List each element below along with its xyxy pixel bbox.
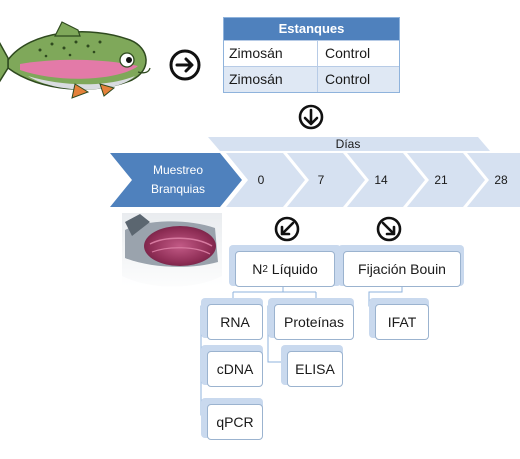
days-label: Días [335, 137, 361, 151]
sampling-line-1: Muestreo [152, 163, 204, 177]
n2-prefix: N [252, 261, 263, 277]
cdna-box: cDNA [207, 351, 263, 387]
fixation-bouin-box: Fijación Bouin [343, 251, 461, 287]
tanks-header: Estanques [224, 18, 399, 40]
n2-subscript: 2 [262, 263, 268, 275]
right-arrow-icon [169, 49, 201, 81]
n2-suffix: Líquido [267, 261, 318, 277]
rna-box: RNA [207, 304, 263, 340]
trout-illustration [0, 21, 151, 99]
down-arrow-icon [298, 104, 324, 130]
control-cell: Control [325, 71, 371, 87]
control-cell: Control [325, 45, 371, 61]
treatment-cell: Zimosán [224, 41, 318, 66]
down-left-arrow-icon [274, 216, 300, 242]
day-label: 7 [317, 173, 325, 187]
day-label: 28 [494, 173, 508, 187]
proteins-box: Proteínas [274, 304, 354, 340]
tanks-row: Zimosán Control [224, 66, 399, 92]
days-banner [208, 137, 490, 151]
day-chevron-28 [467, 153, 520, 207]
elisa-box: ELISA [287, 351, 343, 387]
gill-photo [122, 213, 222, 298]
day-chevron-0 [226, 153, 305, 207]
qpcr-box: qPCR [207, 404, 263, 440]
sampling-label: Muestreo Branquias [128, 161, 228, 199]
sampling-chevron [110, 153, 242, 207]
day-chevron-7 [287, 153, 365, 207]
tanks-table: Estanques Zimosán Control Zimosán Contro… [223, 17, 400, 93]
tanks-row: Zimosán Control [224, 40, 399, 66]
treatment-cell: Zimosán [224, 67, 318, 92]
down-right-arrow-icon [376, 216, 402, 242]
ifat-box: IFAT [375, 304, 429, 340]
day-label: 21 [434, 173, 448, 187]
day-label: 0 [257, 173, 265, 187]
sampling-line-2: Branquias [150, 182, 206, 196]
day-chevron-14 [347, 153, 425, 207]
day-label: 14 [374, 173, 388, 187]
day-chevron-21 [407, 153, 485, 207]
